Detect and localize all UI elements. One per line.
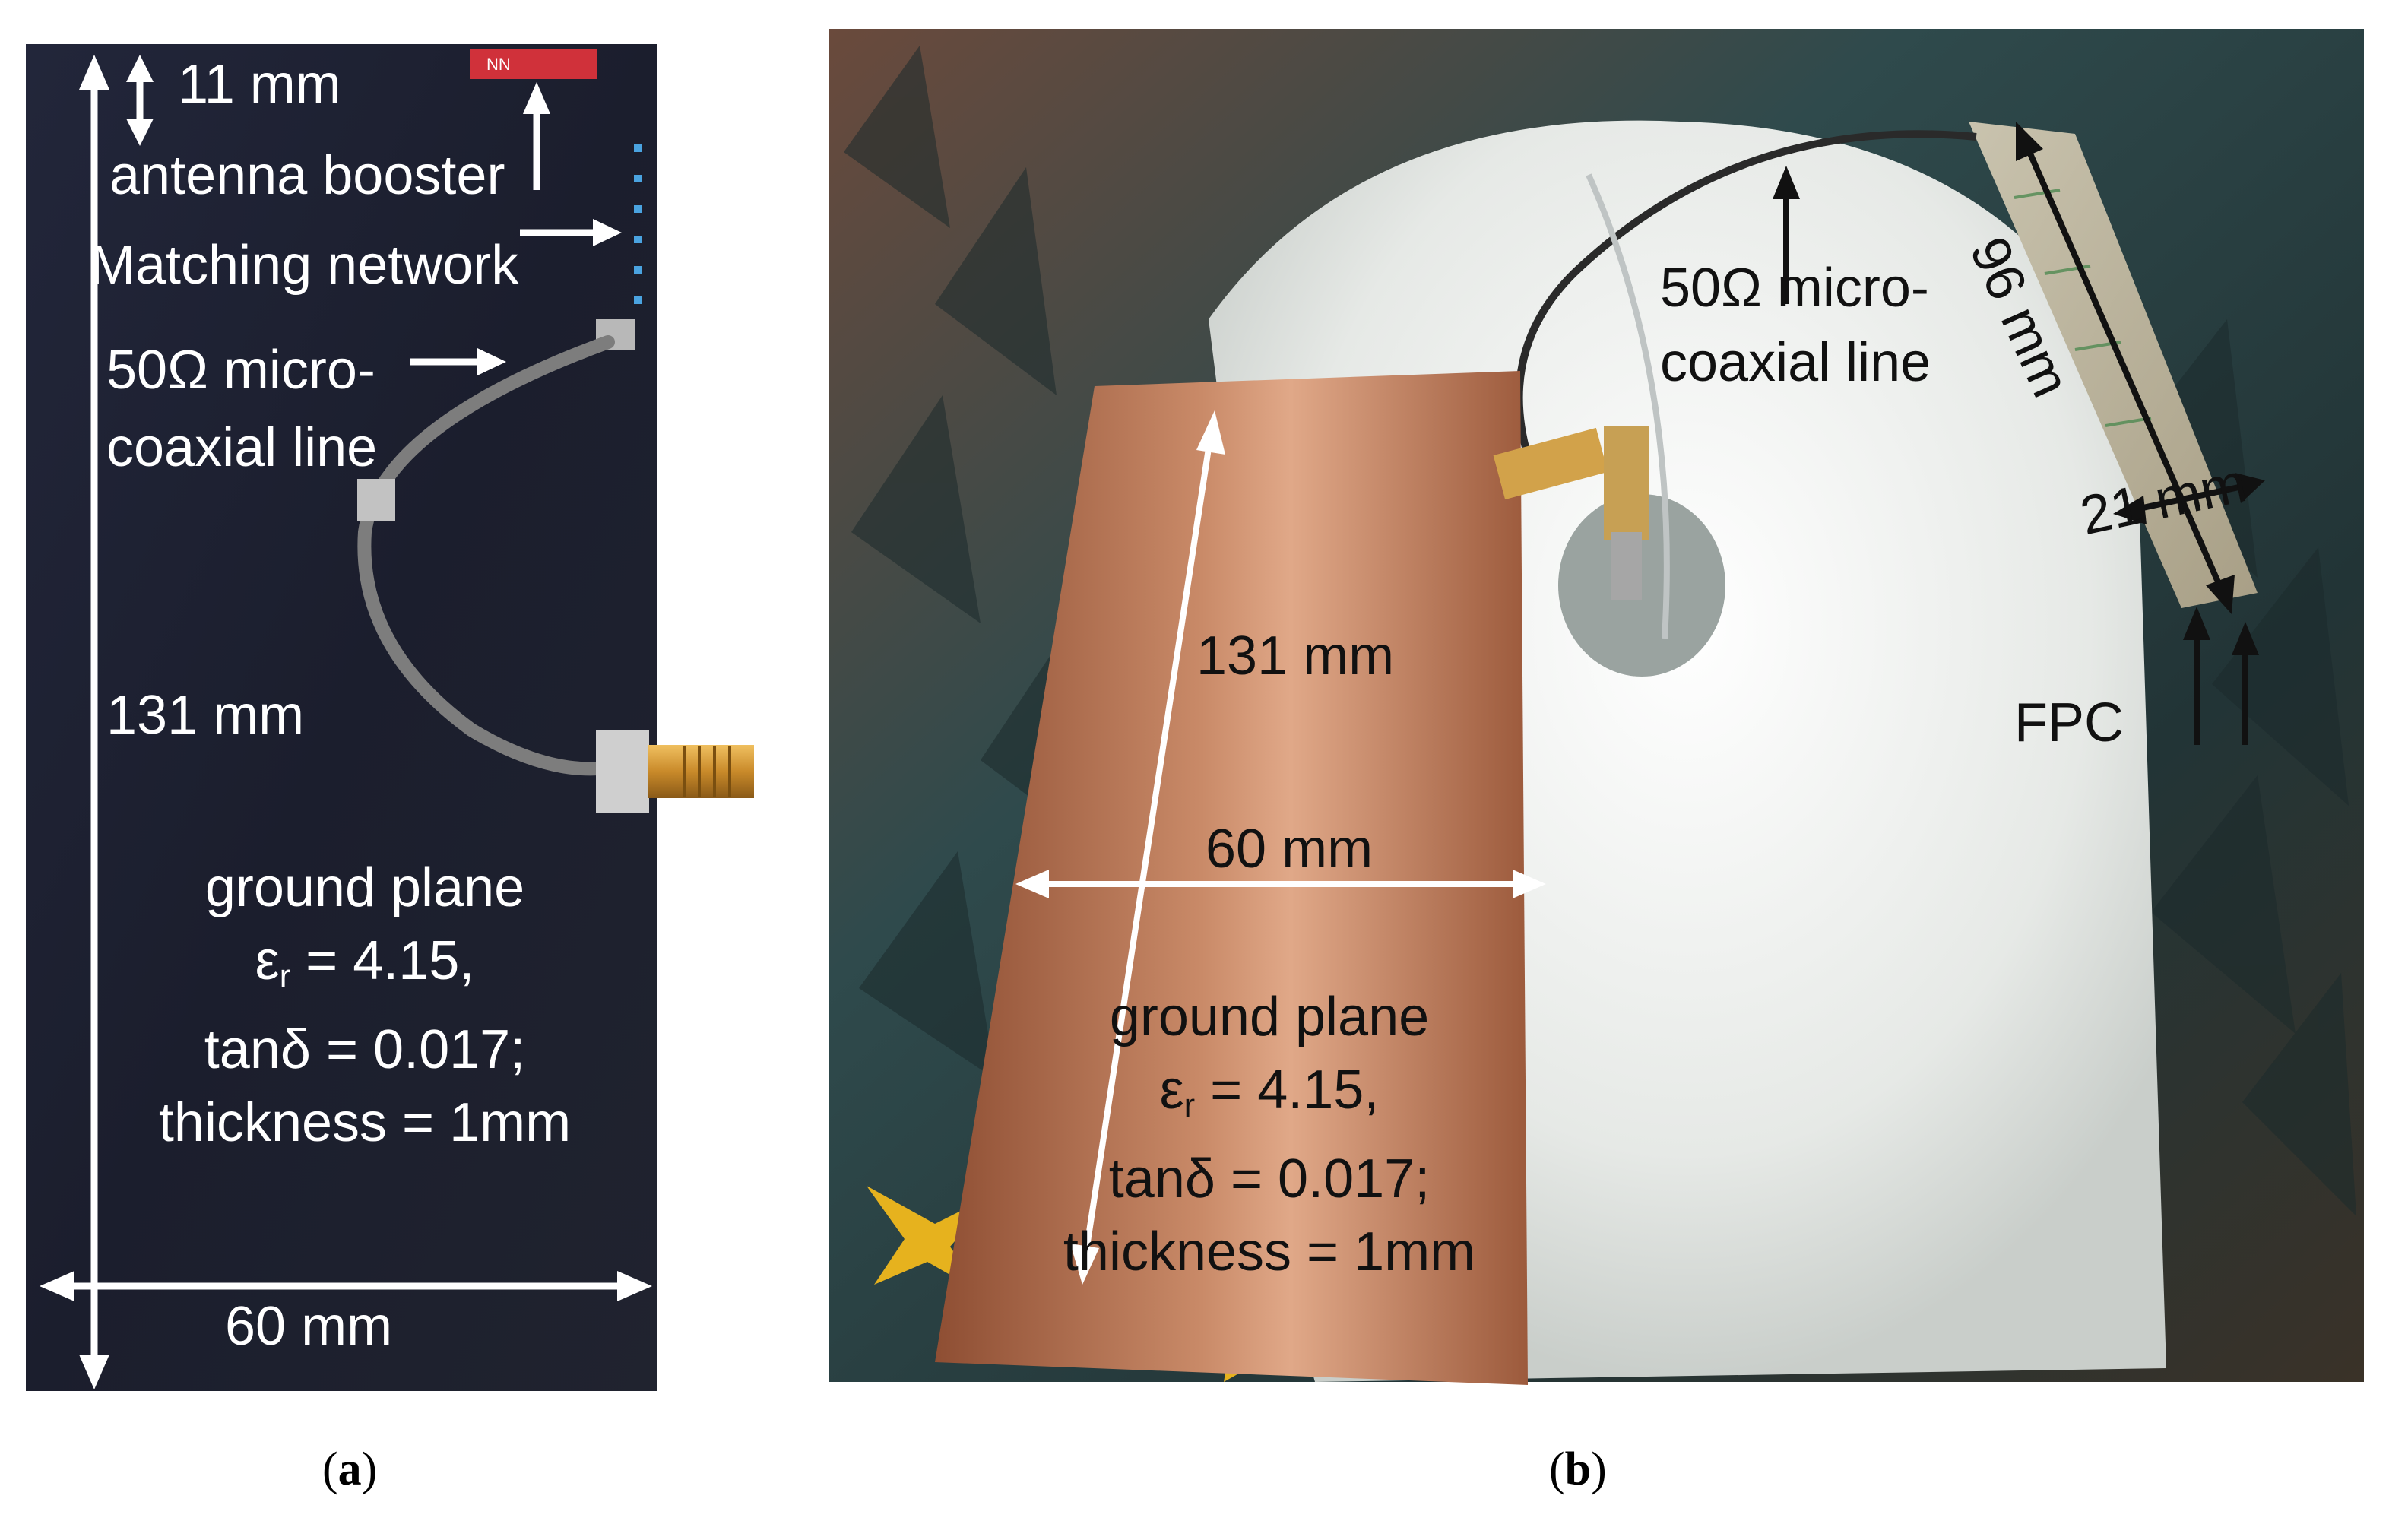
caption-b: (b): [1549, 1443, 1607, 1495]
label-permittivity-b: εr = 4.15,: [1159, 1060, 1380, 1124]
ground-plane-specs-a: ground plane εr = 4.15, tanδ = 0.017; th…: [99, 851, 631, 1159]
label-width-60: 60 mm: [225, 1296, 393, 1357]
svg-text:NN: NN: [486, 55, 511, 74]
label-height-131: 131 mm: [106, 685, 305, 746]
dimension-arrows-a: [40, 55, 652, 1389]
label-coax-line-1: 50Ω micro-: [106, 340, 375, 401]
pcb-board: [26, 44, 657, 1391]
label-booster-height: 11 mm: [178, 54, 341, 115]
panel-a-photo: NN: [26, 44, 754, 1391]
sma-connectors-b: [1493, 426, 1649, 600]
fpc-antenna: [1969, 122, 2258, 608]
label-coax-line-2: coaxial line: [106, 417, 378, 478]
gray-cable-b: [1586, 173, 1670, 639]
panel-a: NN: [0, 0, 760, 1521]
antenna-booster-chip: [470, 49, 597, 79]
label-coax-line-1-b: 50Ω micro-: [1660, 258, 1929, 318]
cable-clip: [357, 479, 395, 521]
label-coax-line-2-b: coaxial line: [1660, 332, 1931, 393]
label-thickness-b: thickness = 1mm: [1063, 1221, 1476, 1282]
micro-coax-cable: [357, 335, 615, 776]
ground-plane-specs-b: ground plane εr = 4.15, tanδ = 0.017; th…: [1003, 981, 1535, 1288]
dimension-arrows-b-white: [1015, 410, 1546, 1285]
panel-b: 50Ω micro- coaxial line 96 mm 21 mm FPC …: [829, 0, 2408, 1521]
matching-network-components: [634, 144, 642, 304]
label-height-131-b: 131 mm: [1196, 626, 1395, 686]
label-matching-network: Matching network: [90, 235, 519, 296]
label-thickness: thickness = 1mm: [158, 1092, 572, 1153]
copper-ground-plane: [935, 371, 1528, 1385]
label-permittivity: εr = 4.15,: [255, 930, 475, 995]
label-width-60-b: 60 mm: [1206, 819, 1374, 879]
caption-a: (a): [322, 1443, 378, 1495]
panel-b-photo: [829, 29, 2364, 1385]
label-fpc: FPC: [2014, 692, 2124, 753]
dimension-arrows-b-black: [1773, 122, 2265, 745]
label-loss-tangent: tanδ = 0.017;: [204, 1019, 526, 1080]
sma-connector-base: [596, 730, 649, 813]
label-loss-tangent-b: tanδ = 0.017;: [1108, 1148, 1431, 1209]
label-ground-plane-b: ground plane: [1109, 987, 1430, 1047]
label-ground-plane: ground plane: [204, 857, 525, 918]
label-antenna-booster: antenna booster: [109, 145, 505, 206]
